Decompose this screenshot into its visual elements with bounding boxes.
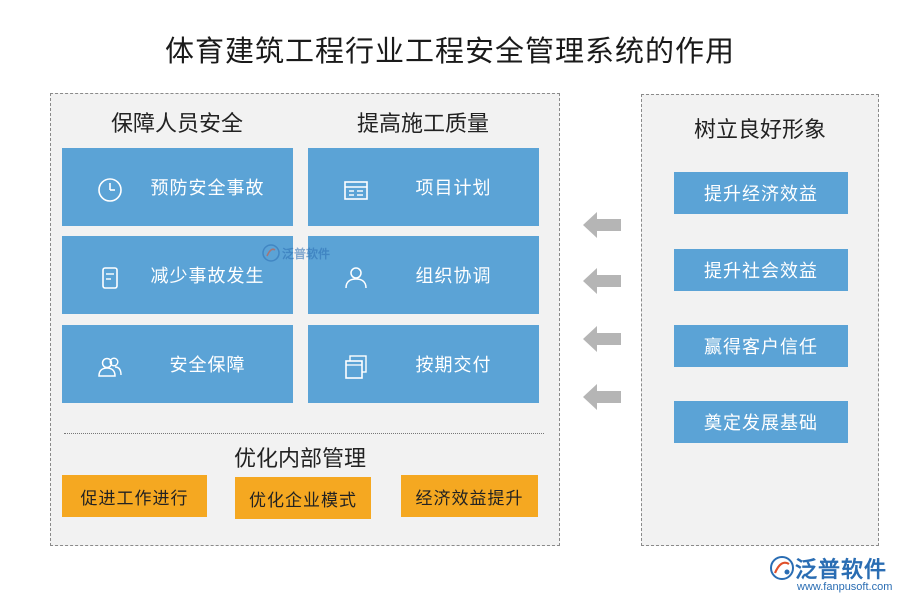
item-label: 预防安全事故: [150, 178, 265, 199]
item-label: 按期交付: [415, 355, 492, 376]
users-icon: [98, 357, 122, 377]
right-panel: [641, 94, 879, 546]
logo-url: www.fanpusoft.com: [797, 581, 893, 593]
item-improve-social-benefit: 提升社会效益: [674, 249, 848, 291]
item-win-customer-trust: 赢得客户信任: [674, 325, 848, 367]
clock-icon: [98, 178, 122, 202]
item-optimize-model: 优化企业模式: [235, 477, 371, 519]
item-safety-guarantee: 安全保障: [62, 325, 293, 403]
watermark-text: 泛普软件: [282, 246, 331, 261]
watermark: 泛普软件: [262, 244, 330, 262]
item-label: 项目计划: [415, 178, 492, 199]
item-improve-economic-benefit: 提升经济效益: [674, 172, 848, 214]
item-label: 减少事故发生: [150, 266, 265, 287]
schedule-icon: [344, 181, 368, 200]
item-project-plan: 项目计划: [308, 148, 539, 226]
page-title: 体育建筑工程行业工程安全管理系统的作用: [164, 34, 735, 68]
document-icon: [102, 267, 118, 289]
item-economic-benefit: 经济效益提升: [401, 475, 538, 517]
pages-icon: [345, 355, 367, 379]
arrow-left-icon: [583, 384, 621, 410]
section-title-personnel-safety: 保障人员安全: [110, 112, 243, 137]
item-label: 安全保障: [169, 355, 246, 376]
item-promote-work: 促进工作进行: [62, 475, 207, 517]
arrow-left-icon: [583, 268, 621, 294]
item-lay-foundation: 奠定发展基础: [674, 401, 848, 443]
item-label: 组织协调: [415, 266, 492, 287]
fanpu-logo-icon: [262, 244, 280, 262]
item-reduce-accidents: 减少事故发生: [62, 236, 293, 314]
brand-logo: 泛普软件 www.fanpusoft.com: [765, 552, 895, 598]
item-on-time-delivery: 按期交付: [308, 325, 539, 403]
item-prevent-accidents: 预防安全事故: [62, 148, 293, 226]
arrow-left-icon: [583, 326, 621, 352]
item-coordination: 组织协调: [308, 236, 539, 314]
logo-text: 泛普软件: [795, 558, 888, 583]
section-title-good-image: 树立良好形象: [693, 118, 826, 143]
fanpu-logo-icon: [770, 556, 794, 580]
section-title-construction-quality: 提高施工质量: [356, 112, 489, 137]
section-title-internal-management: 优化内部管理: [233, 447, 366, 472]
arrow-left-icon: [583, 212, 621, 238]
user-icon: [345, 267, 367, 289]
divider: [64, 433, 544, 434]
